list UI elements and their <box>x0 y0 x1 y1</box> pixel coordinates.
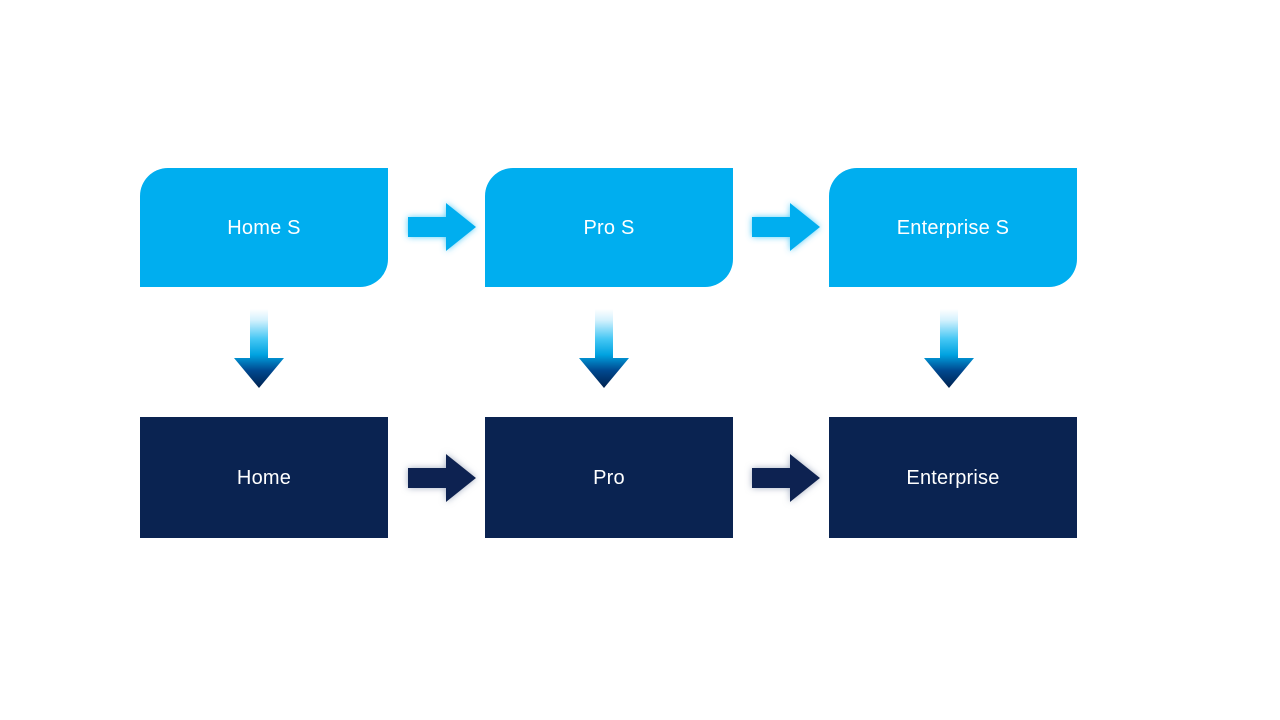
arrow-pro-s-to-pro-icon <box>576 308 632 390</box>
node-home-s-label: Home S <box>227 216 301 239</box>
node-home[interactable]: Home <box>140 417 388 538</box>
arrow-home-s-to-home-icon <box>231 308 287 390</box>
node-home-label: Home <box>236 466 292 489</box>
arrow-home-to-pro-icon <box>406 450 478 506</box>
node-enterprise-s-label: Enterprise S <box>896 216 1010 239</box>
node-enterprise-label: Enterprise <box>906 466 1000 489</box>
node-pro-s-label: Pro S <box>583 216 635 239</box>
node-pro[interactable]: Pro <box>485 417 733 538</box>
arrow-enterprise-s-to-enterprise-icon <box>921 308 977 390</box>
arrow-pro-to-enterprise-icon <box>750 450 822 506</box>
node-pro-label: Pro <box>593 466 625 489</box>
node-enterprise-s[interactable]: Enterprise S <box>829 168 1077 287</box>
arrow-home-s-to-pro-s-icon <box>406 199 478 255</box>
arrow-pro-s-to-enterprise-s-icon <box>750 199 822 255</box>
node-enterprise[interactable]: Enterprise <box>829 417 1077 538</box>
node-home-s[interactable]: Home S <box>140 168 388 287</box>
node-pro-s[interactable]: Pro S <box>485 168 733 287</box>
